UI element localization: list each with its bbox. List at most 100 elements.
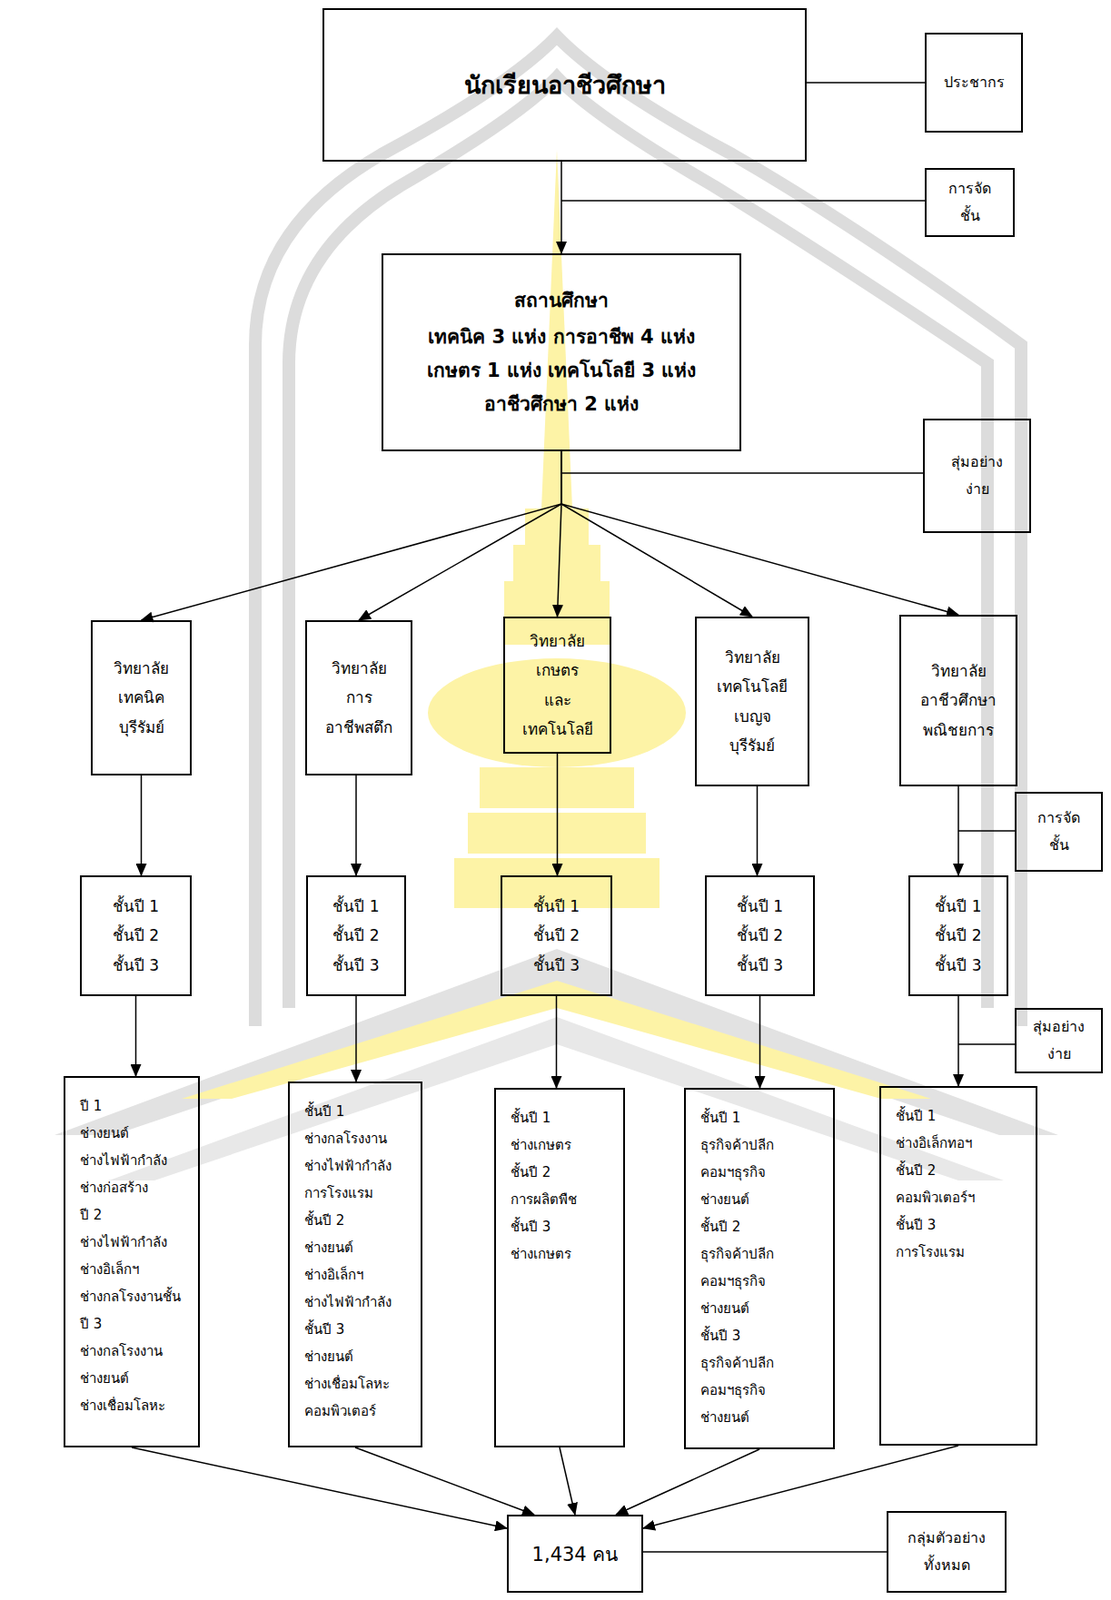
- sample-total-box: 1,434 คน: [506, 1515, 644, 1594]
- program-list-box: ชั้นปี 1ช่างเกษตรชั้นปี 2การผลิตพืชชั้นป…: [494, 1088, 625, 1449]
- node-label: ช่างกลโรงงาน: [304, 1125, 387, 1153]
- node-label: ช่างยนต์: [700, 1186, 750, 1214]
- node-label: ชั้นปี 2: [895, 1157, 936, 1185]
- node-label: กลุ่มตัวอย่าง ทั้งหมด: [895, 1525, 998, 1581]
- college-box: วิทยาลัย การ อาชีพสตึก: [305, 620, 413, 776]
- program-list-box: ชั้นปี 1ช่างกลโรงงานช่างไฟฟ้ากำลังการโรง…: [287, 1081, 423, 1449]
- node-label: คอมฯธุรกิจ: [700, 1377, 766, 1405]
- node-label: ชั้นปี 1: [332, 892, 379, 922]
- node-label: วิทยาลัย เกษตร และ เทคโนโลยี: [512, 626, 603, 744]
- connector-arrow: [643, 1551, 887, 1554]
- connector-arrow: [560, 161, 563, 254]
- year-box: ชั้นปี 1ชั้นปี 2ชั้นปี 3: [704, 875, 815, 997]
- program-list-box: ปี 1ช่างยนต์ช่างไฟฟ้ากำลังช่างก่อสร้างปี…: [63, 1076, 200, 1449]
- year-box: ชั้นปี 1ชั้นปี 2ชั้นปี 3: [908, 875, 1009, 997]
- college-box: วิทยาลัย เทคโนโลยี เบญจ บุรีรัมย์: [694, 616, 810, 787]
- node-label: ช่างกลโรงงานชั้น: [79, 1283, 181, 1311]
- node-label: คอมฯธุรกิจ: [700, 1159, 766, 1187]
- node-label: การจัด ชั้น: [933, 175, 1006, 231]
- node-label: อาชีวศึกษา 2 แห่ง: [484, 387, 639, 422]
- node-label: ชั้นปี 2: [332, 921, 379, 951]
- node-label: ชั้นปี 3: [112, 951, 159, 981]
- connector-arrow: [806, 81, 925, 84]
- node-label: ชั้นปี 3: [934, 951, 982, 981]
- node-label: ช่างเชื่อมโลหะ: [304, 1370, 390, 1399]
- connector-arrow: [643, 1446, 959, 1529]
- connector-arrow: [561, 451, 753, 617]
- node-label: ช่างอิเล็กฯ: [304, 1261, 364, 1290]
- node-label: ชั้นปี 1: [533, 892, 580, 922]
- node-label: สุ่มอย่าง ง่าย: [932, 448, 1022, 505]
- node-label: วิทยาลัย เทคนิค บุรีรัมย์: [99, 654, 183, 743]
- node-label: ช่างยนต์: [700, 1295, 750, 1323]
- institution-box: สถานศึกษาเทคนิค 3 แห่ง การอาชีพ 4 แห่งเก…: [381, 253, 742, 452]
- node-label: ช่างไฟฟ้ากำลัง: [304, 1289, 392, 1317]
- node-label: ชั้นปี 3: [533, 951, 580, 981]
- connector-arrow: [355, 1448, 535, 1516]
- node-label: ชั้นปี 1: [304, 1098, 345, 1126]
- node-label: ช่างเชื่อมโลหะ: [79, 1392, 166, 1420]
- node-label: ปี 3: [79, 1310, 102, 1339]
- node-label: 1,434 คน: [532, 1539, 619, 1570]
- node-label: ช่างยนต์: [79, 1365, 129, 1393]
- node-label: ธุรกิจค้าปลีก: [700, 1131, 774, 1160]
- connector-arrow: [135, 996, 138, 1077]
- node-label: ช่างอิเล็กทอฯ: [895, 1130, 973, 1158]
- connector-arrow: [756, 786, 759, 876]
- node-label: คอมฯธุรกิจ: [700, 1268, 766, 1296]
- node-label: วิทยาลัย การ อาชีพสตึก: [314, 654, 404, 743]
- node-label: การโรงแรม: [304, 1180, 374, 1208]
- leader-line: [561, 472, 923, 475]
- node-label: ช่างยนต์: [304, 1343, 354, 1371]
- node-label: ชั้นปี 2: [736, 921, 784, 951]
- year-box: ชั้นปี 1ชั้นปี 2ชั้นปี 3: [79, 875, 192, 997]
- node-label: ชั้นปี 1: [934, 892, 982, 922]
- connector-arrow: [559, 1448, 576, 1516]
- callout-box: ประชากร: [924, 32, 1023, 133]
- node-label: ช่างก่อสร้าง: [79, 1174, 149, 1202]
- node-label: ชั้นปี 1: [895, 1102, 936, 1131]
- node-label: วิทยาลัย เทคโนโลยี เบญจ บุรีรัมย์: [704, 643, 801, 761]
- node-label: การผลิตพืช: [510, 1186, 577, 1214]
- population-box: นักเรียนอาชีวศึกษา: [322, 8, 807, 162]
- node-label: ธุรกิจค้าปลีก: [700, 1349, 774, 1378]
- node-label: ธุรกิจค้าปลีก: [700, 1240, 774, 1269]
- node-label: สุ่มอย่าง ง่าย: [1023, 1013, 1094, 1070]
- node-label: ชั้นปี 2: [510, 1159, 551, 1187]
- node-label: ชั้นปี 3: [510, 1213, 551, 1241]
- program-list-box: ชั้นปี 1ธุรกิจค้าปลีกคอมฯธุรกิจช่างยนต์ช…: [684, 1088, 835, 1450]
- node-label: ชั้นปี 2: [533, 921, 580, 951]
- node-label: ช่างเกษตร: [510, 1240, 572, 1269]
- callout-box: การจัด ชั้น: [924, 168, 1015, 238]
- node-label: ชั้นปี 3: [304, 1316, 345, 1344]
- connector-arrow: [556, 753, 559, 876]
- watermark-arch: [255, 36, 1022, 1027]
- node-label: ชั้นปี 3: [736, 951, 784, 981]
- connector-arrow: [141, 451, 563, 621]
- node-label: ชั้นปี 2: [934, 921, 982, 951]
- year-box: ชั้นปี 1ชั้นปี 2ชั้นปี 3: [306, 875, 407, 997]
- node-label: เกษตร 1 แห่ง เทคโนโลยี 3 แห่ง: [426, 354, 697, 388]
- node-label: ปี 2: [79, 1201, 102, 1230]
- node-label: ชั้นปี 3: [895, 1211, 936, 1240]
- program-list-box: ชั้นปี 1ช่างอิเล็กทอฯชั้นปี 2คอมพิวเตอร์…: [879, 1086, 1038, 1447]
- node-label: ช่างไฟฟ้ากำลัง: [304, 1152, 392, 1181]
- node-label: ชั้นปี 2: [700, 1213, 741, 1241]
- connector-arrow: [957, 786, 960, 876]
- connector-arrow: [759, 996, 762, 1089]
- node-label: ชั้นปี 1: [700, 1104, 741, 1132]
- node-label: ชั้นปี 3: [332, 951, 379, 981]
- node-label: สถานศึกษา: [514, 284, 609, 318]
- callout-box: สุ่มอย่าง ง่าย: [1014, 1008, 1103, 1074]
- callout-box: กลุ่มตัวอย่าง ทั้งหมด: [886, 1511, 1007, 1594]
- callout-box: การจัด ชั้น: [1014, 792, 1103, 873]
- node-label: ช่างกลโรงงาน: [79, 1338, 163, 1366]
- node-label: ช่างไฟฟ้ากำลัง: [79, 1229, 168, 1257]
- connector-arrow: [957, 996, 960, 1087]
- connector-arrow: [131, 1448, 507, 1529]
- node-label: ชั้นปี 1: [112, 892, 159, 922]
- node-label: การโรงแรม: [895, 1239, 965, 1267]
